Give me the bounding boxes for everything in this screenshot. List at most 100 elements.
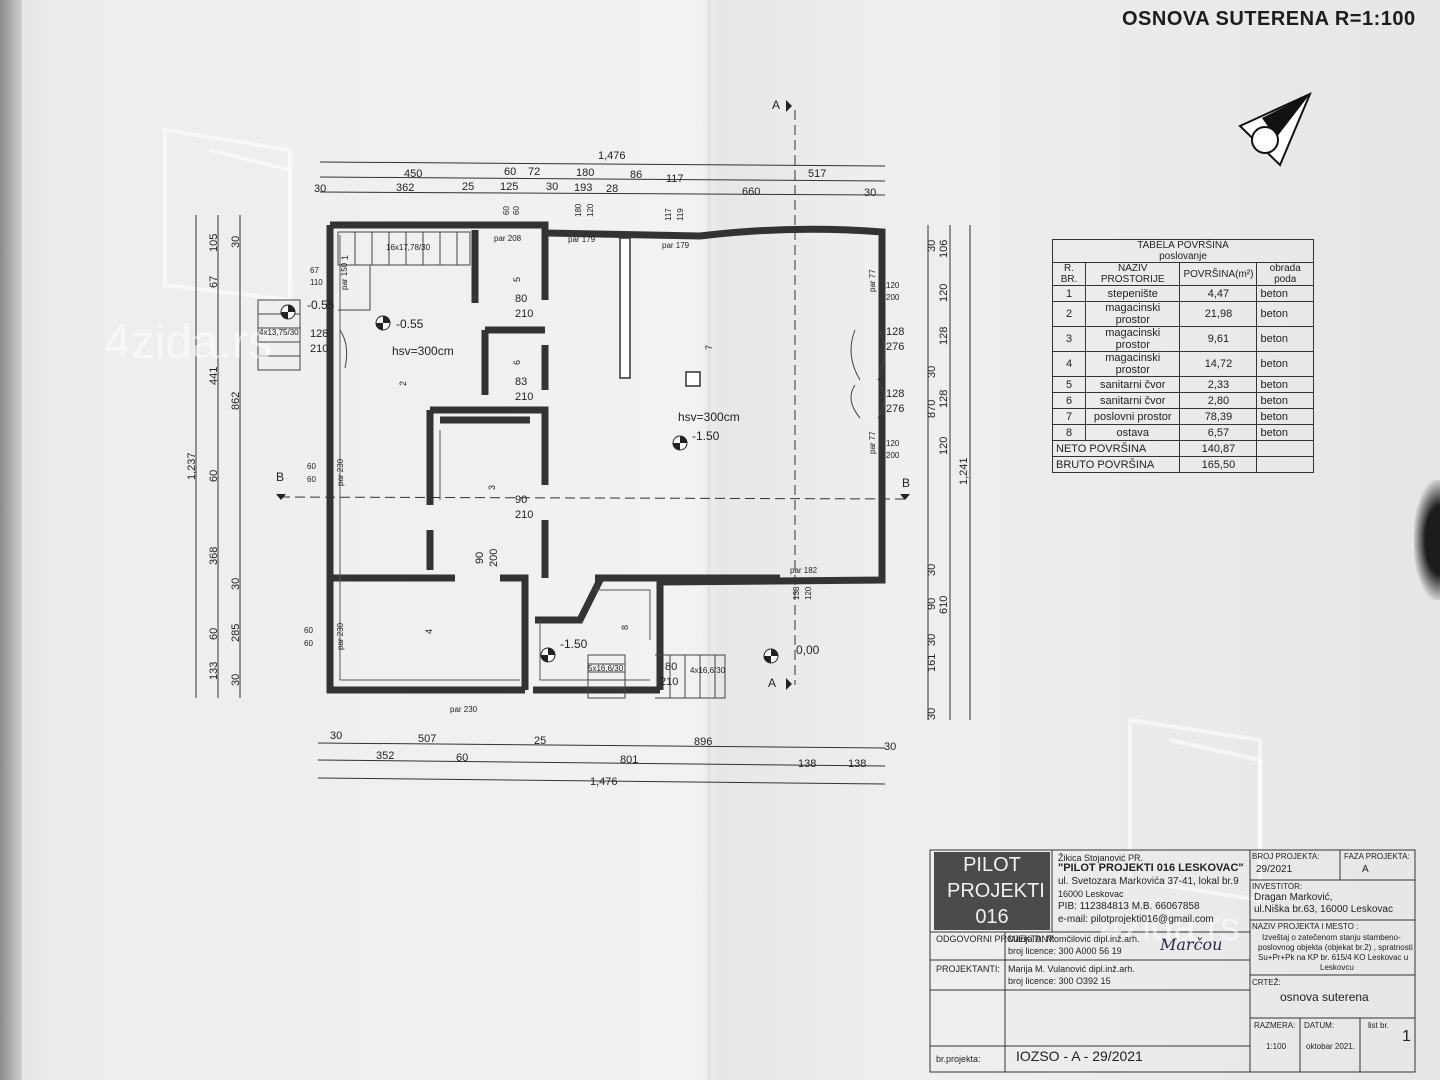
dim-bottom: 60 — [456, 752, 469, 764]
columns — [619, 237, 701, 387]
investor-label: INVESTITOR: — [1252, 882, 1303, 891]
opening-dim: 60 — [307, 462, 316, 471]
project-number: 29/2021 — [1256, 864, 1293, 875]
watermark: 4zida.rs — [104, 316, 273, 369]
walls — [326, 221, 886, 694]
dim-top: 72 — [528, 166, 541, 178]
parapet-label: par 150 — [340, 262, 349, 290]
sheet-no: 1 — [1402, 1028, 1411, 1045]
door-height: 276 — [886, 341, 905, 353]
binding-clip — [1414, 480, 1440, 600]
dim-right: 870 — [926, 399, 938, 418]
room-area: 4,47 — [1179, 285, 1258, 302]
level-markers — [280, 304, 779, 664]
parapet-label: par 208 — [494, 234, 522, 243]
dim-left: 60 — [208, 469, 220, 482]
project-ref: IOZSO - A - 29/2021 — [1016, 1048, 1143, 1064]
drawing-label: CRTEŽ: — [1252, 978, 1281, 987]
dim-bottom: 30 — [884, 741, 897, 753]
project-ref-label: br.projekta: — [936, 1054, 981, 1064]
scale-value: 1:100 — [1266, 1042, 1287, 1051]
company-email: e-mail: pilotprojekti016@gmail.com — [1058, 914, 1214, 925]
room-area: 6,57 — [1179, 424, 1258, 441]
dim-top: 30 — [546, 181, 559, 193]
room-name: poslovni prostor — [1085, 408, 1181, 425]
dim-left: 30 — [230, 673, 242, 686]
opening-dim: 120 — [886, 281, 900, 290]
opening-dim: 120 — [804, 586, 813, 600]
dim-top: 450 — [404, 168, 423, 180]
parapet-label: par 230 — [336, 458, 345, 486]
room-no: 4 — [1051, 351, 1087, 377]
door-height: 210 — [660, 676, 679, 688]
bruto-label: BRUTO POVRŠINA — [1051, 456, 1181, 473]
level-label: -0.55 — [396, 317, 424, 331]
sheet-no-label: list br. — [1368, 1021, 1389, 1030]
door-width: 90 — [515, 494, 528, 506]
stairs — [257, 231, 726, 699]
dim-top: 117 — [666, 173, 684, 185]
dim-left: 862 — [230, 391, 242, 410]
door-width: 128 — [886, 388, 905, 400]
dim-bottom: 801 — [620, 754, 639, 766]
room-number: 4 — [424, 628, 434, 634]
door-width: 128 — [310, 328, 329, 340]
dim-top-total: 1,476 — [598, 150, 626, 162]
neto-label: NETO POVRŠINA — [1051, 440, 1181, 457]
door-height: 200 — [488, 548, 500, 567]
room-no: 6 — [1051, 392, 1087, 409]
room-name: ostava — [1085, 424, 1181, 441]
room-number: 8 — [620, 624, 630, 630]
section-arrows — [276, 100, 910, 690]
room-name: sanitarni čvor — [1085, 392, 1181, 409]
room-no: 3 — [1051, 326, 1087, 352]
opening-dim: 67 — [310, 266, 319, 275]
opening-dim: 60 — [307, 475, 316, 484]
floor-finish: beton — [1256, 376, 1314, 393]
room-area: 21,98 — [1179, 301, 1258, 327]
area-table-header: obrada poda — [1256, 262, 1314, 286]
opening-dim: 60 — [502, 206, 511, 215]
dim-bottom: 352 — [376, 750, 395, 762]
stairs-label: 16x17,78/30 — [386, 243, 431, 252]
opening-dim: 200 — [886, 451, 900, 460]
phase-value: A — [1362, 864, 1369, 875]
opening-dim: 60 — [304, 626, 313, 635]
opening-dim: 180 — [574, 203, 583, 217]
floor-finish: beton — [1256, 326, 1314, 352]
dim-top: 362 — [396, 182, 415, 194]
opening-dim: 117 — [664, 208, 673, 221]
room-no: 8 — [1051, 424, 1087, 441]
dim-bottom: 138 — [848, 758, 867, 770]
area-table-header: POVRŠINA(m²) — [1179, 262, 1258, 286]
room-number: 5 — [512, 276, 522, 282]
room-no: 1 — [1051, 285, 1087, 302]
phase-label: FAZA PROJEKTA: — [1344, 852, 1410, 861]
door-height: 210 — [515, 308, 534, 320]
opening-dim: 120 — [886, 439, 900, 448]
opening-dim: 119 — [676, 208, 685, 221]
dim-bottom: 25 — [534, 735, 547, 747]
room-number: 7 — [704, 344, 714, 350]
north-arrow-icon — [1238, 92, 1312, 167]
floor-finish: beton — [1256, 424, 1314, 441]
level-label: -1.50 — [692, 429, 720, 443]
dim-top: 180 — [576, 167, 595, 179]
room-no: 2 — [1051, 301, 1087, 327]
dim-right: 120 — [938, 283, 950, 302]
dim-right: 161 — [926, 653, 938, 672]
dim-top: 86 — [630, 169, 643, 181]
designers-label: PROJEKTANTI: — [936, 964, 1000, 974]
parapet-label: par 230 — [336, 622, 345, 650]
door-width: 80 — [515, 293, 528, 305]
sheet-shadow-edge — [0, 0, 22, 1080]
room-number: 2 — [398, 380, 408, 386]
dim-right: 1,241 — [958, 457, 970, 485]
